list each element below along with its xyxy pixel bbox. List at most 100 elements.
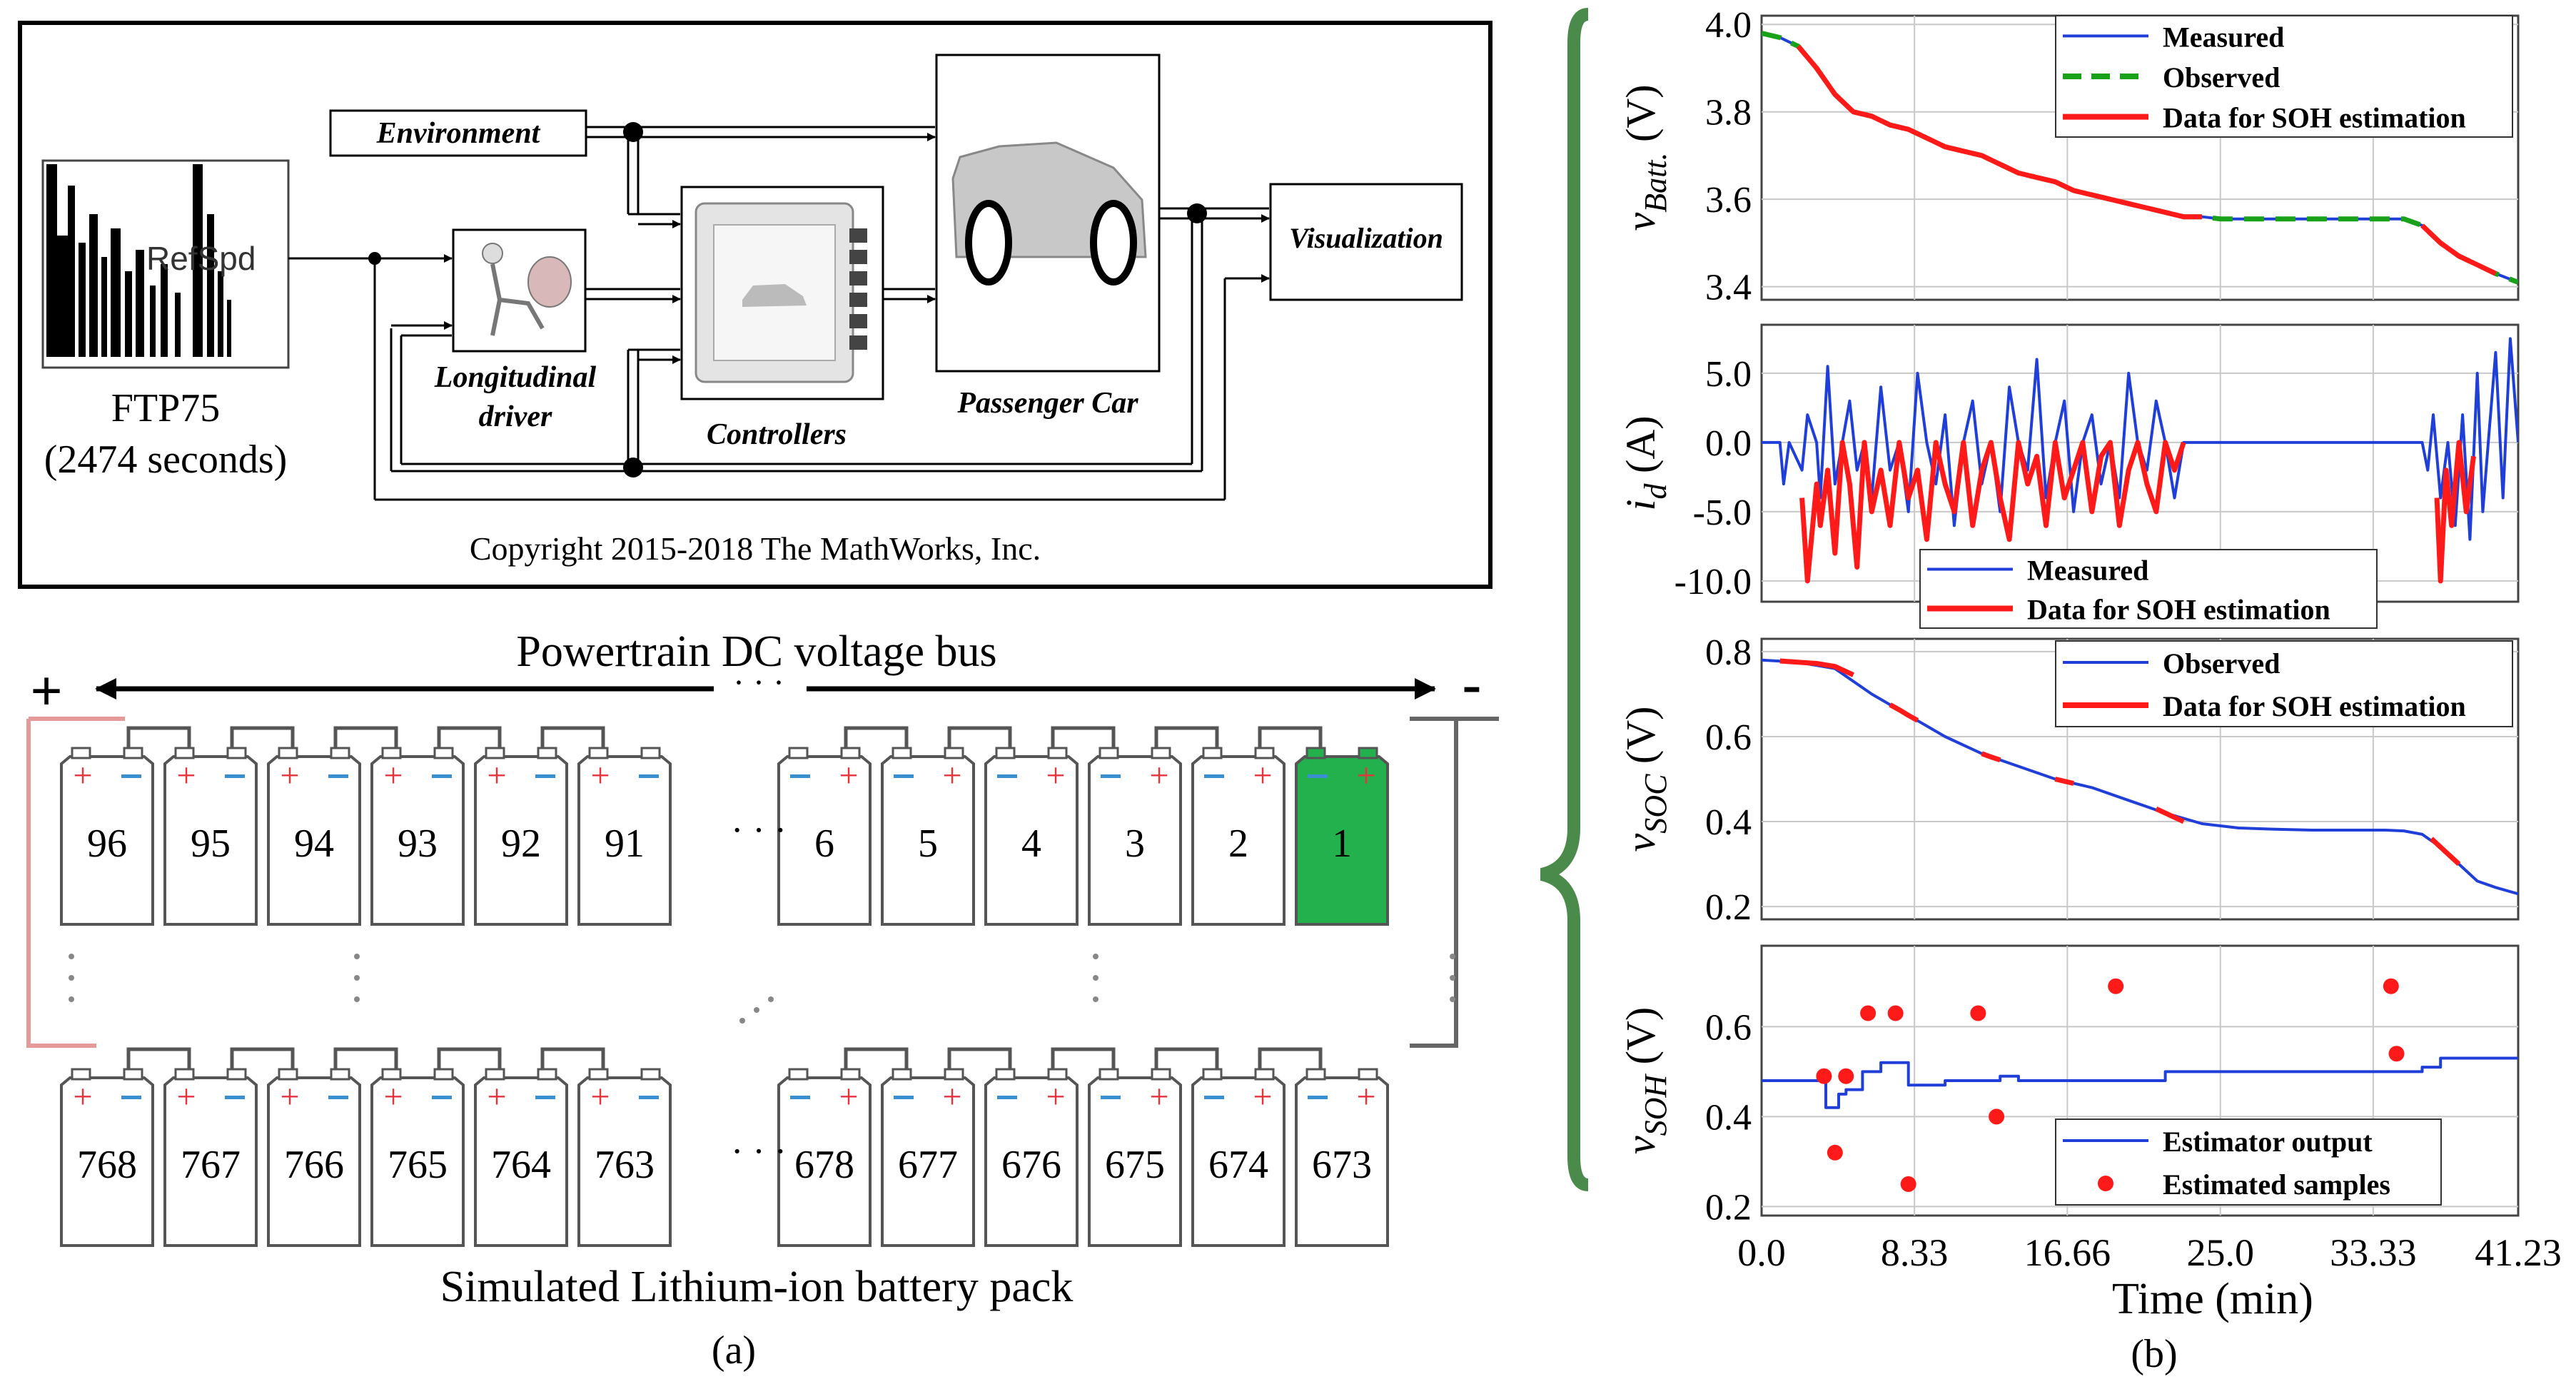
series-group — [1762, 337, 2518, 584]
cell-terminal — [995, 747, 1016, 759]
cell-body — [1191, 755, 1286, 926]
cell-terminal — [588, 747, 609, 759]
cell-plus-icon: + — [590, 1078, 610, 1116]
cell-minus-icon — [121, 1096, 141, 1099]
cell-plus-icon: + — [942, 757, 961, 794]
cell-terminal — [1098, 747, 1119, 759]
cell-minus-icon — [432, 774, 452, 778]
y-tick-label: 0.4 — [1705, 802, 1752, 843]
legend-entry: Data for SOH estimation — [2163, 102, 2466, 134]
y-axis-label-sub: SOH — [1638, 1074, 1673, 1136]
cell-plus-icon: + — [1149, 757, 1168, 794]
cell-terminal — [174, 1068, 195, 1081]
pack-minus-terminal: - — [1463, 653, 1482, 716]
scatter-point — [1816, 1068, 1832, 1084]
cell-number: 6 — [814, 822, 834, 866]
cell-terminal — [1305, 747, 1326, 759]
cell-terminal — [640, 1068, 661, 1081]
grouping-brace — [1540, 8, 1590, 1191]
cell-interconnect — [1258, 1047, 1323, 1071]
battery-pack-diagram: Powertrain DC voltage bus · · · + - +96+… — [26, 627, 1499, 1373]
signal-lines — [288, 122, 1270, 501]
cell-body — [984, 1076, 1079, 1247]
vertical-ellipsis-dots — [69, 954, 1455, 1024]
cell-body — [474, 1076, 568, 1247]
cell-minus-icon — [790, 1096, 810, 1099]
cell-terminal — [944, 1068, 964, 1081]
battery-cell: +93 — [370, 726, 502, 926]
battery-cell: +678 — [777, 1047, 909, 1247]
row-ellipsis-bottom: · · · — [731, 1131, 787, 1172]
cell-terminal — [1098, 1068, 1119, 1081]
x-tick-label: 25.0 — [2186, 1231, 2254, 1274]
cell-interconnect — [540, 1047, 605, 1071]
scope-label: RefSpd — [146, 240, 256, 277]
cell-interconnect — [844, 726, 909, 749]
drive-cycle-block: RefSpd FTP75 (2474 seconds) — [41, 159, 290, 482]
cell-plus-icon: + — [1356, 757, 1375, 794]
cell-terminal — [1151, 747, 1171, 759]
cell-interconnect — [844, 1047, 909, 1071]
y-tick-label: 5.0 — [1705, 354, 1752, 395]
series-line-measured — [1762, 337, 2518, 541]
series-line-data-for-soh-estimation — [2420, 223, 2497, 276]
cell-body — [474, 755, 568, 926]
cell-number: 675 — [1105, 1143, 1165, 1187]
cell-terminal — [226, 747, 247, 759]
cell-interconnect — [947, 1047, 1012, 1071]
cell-interconnect — [540, 726, 605, 749]
cell-minus-icon — [1204, 774, 1224, 778]
cell-terminal — [123, 747, 143, 759]
legend-entry: Observed — [2163, 647, 2280, 680]
cell-number: 768 — [77, 1143, 137, 1187]
cell-body — [370, 1076, 465, 1247]
legend-entry: Measured — [2163, 21, 2284, 53]
cell-interconnect — [1051, 726, 1116, 749]
panel-a-caption: (a) — [712, 1328, 756, 1373]
cell-minus-icon — [639, 774, 659, 778]
cell-body — [881, 1076, 975, 1247]
battery-cell: +2 — [1191, 726, 1323, 926]
cell-terminal — [788, 747, 809, 759]
cell-terminal — [892, 747, 912, 759]
bus-label: Powertrain DC voltage bus — [516, 627, 996, 676]
cell-interconnect — [126, 726, 191, 749]
cell-minus-icon — [328, 774, 348, 778]
cell-number: 91 — [605, 822, 645, 866]
legend-entry: Estimator output — [2163, 1126, 2373, 1158]
cell-number: 2 — [1228, 822, 1248, 866]
y-axis-label-unit: (V) — [1617, 707, 1664, 774]
scatter-point — [1838, 1068, 1854, 1084]
simulink-diagram: RefSpd FTP75 (2474 seconds) Environment … — [18, 21, 1492, 589]
series-line-data-for-soh-estimation — [1796, 44, 2202, 220]
cell-interconnect — [1051, 1047, 1116, 1071]
cell-number: 3 — [1125, 822, 1145, 866]
y-tick-label: 3.4 — [1705, 268, 1752, 308]
cell-interconnect — [947, 726, 1012, 749]
y-tick-label: 0.4 — [1705, 1097, 1752, 1138]
cell-body — [577, 755, 672, 926]
cell-body — [1088, 1076, 1182, 1247]
drive-cycle-icon — [46, 164, 231, 357]
cell-minus-icon — [121, 774, 141, 778]
cell-terminal — [485, 1068, 505, 1081]
pack-label: Simulated Lithium-ion battery pack — [440, 1263, 1074, 1311]
legend-entry: Estimated samples — [2163, 1168, 2390, 1201]
cell-number: 676 — [1001, 1143, 1061, 1187]
bus-ellipsis: · · · — [733, 664, 784, 702]
scatter-point — [1989, 1108, 2005, 1125]
x-tick-label: 33.33 — [2330, 1231, 2417, 1274]
cell-plus-icon: + — [73, 757, 92, 794]
cell-interconnect — [437, 1047, 502, 1071]
cell-minus-icon — [535, 774, 555, 778]
cell-plus-icon: + — [73, 1078, 92, 1116]
cell-number: 763 — [595, 1143, 655, 1187]
cell-plus-icon: + — [839, 1078, 858, 1116]
cell-body — [267, 755, 361, 926]
battery-cell: +4 — [984, 726, 1116, 926]
